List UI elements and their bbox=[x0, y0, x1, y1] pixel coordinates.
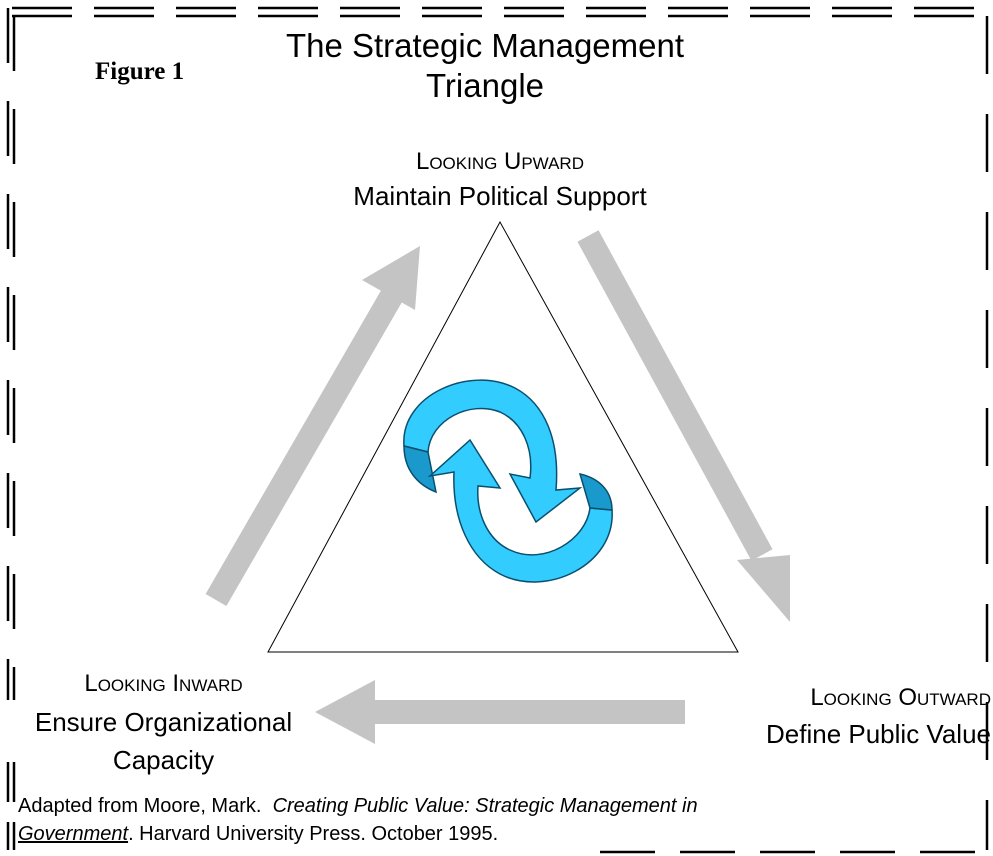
citation-line-1: Adapted from Moore, Mark. Creating Publi… bbox=[18, 792, 698, 820]
vertex-outward-heading: Looking Outward bbox=[810, 684, 991, 711]
triangle bbox=[267, 220, 739, 653]
citation-suffix: . Harvard University Press. October 1995… bbox=[128, 823, 499, 845]
title-line-1: The Strategic Management bbox=[285, 27, 685, 64]
citation: Adapted from Moore, Mark. Creating Publi… bbox=[18, 792, 698, 848]
arrow-down-right bbox=[577, 230, 790, 622]
vertex-inward-heading: Looking Inward bbox=[84, 670, 243, 697]
citation-title-1: Creating Public Value: Strategic Managem… bbox=[272, 795, 698, 817]
vertex-upward-heading: Looking Upward bbox=[415, 148, 584, 175]
citation-title-2: Government bbox=[18, 823, 129, 845]
vertex-inward-subtitle-2: Capacity bbox=[112, 745, 215, 775]
arrow-left bbox=[315, 680, 685, 744]
arrow-up-left bbox=[205, 246, 420, 607]
vertex-inward-subtitle-1: Ensure Organizational bbox=[34, 707, 293, 737]
citation-prefix: Adapted from Moore, Mark. bbox=[18, 795, 262, 817]
vertex-outward: Looking Outward Define Public Value bbox=[735, 680, 991, 752]
citation-line-2: Government. Harvard University Press. Oc… bbox=[18, 820, 698, 848]
vertex-upward: Looking Upward Maintain Political Suppor… bbox=[300, 145, 700, 213]
diagram-title: The Strategic Management Triangle bbox=[250, 26, 720, 106]
frame-left bbox=[6, 8, 16, 850]
title-line-2: Triangle bbox=[426, 67, 544, 104]
vertex-inward: Looking Inward Ensure Organizational Cap… bbox=[6, 665, 321, 779]
vertex-upward-subtitle: Maintain Political Support bbox=[353, 181, 647, 211]
vertex-outward-subtitle: Define Public Value bbox=[766, 719, 991, 749]
figure-label: Figure 1 bbox=[95, 58, 185, 85]
cycle-arrows-icon bbox=[403, 379, 613, 583]
